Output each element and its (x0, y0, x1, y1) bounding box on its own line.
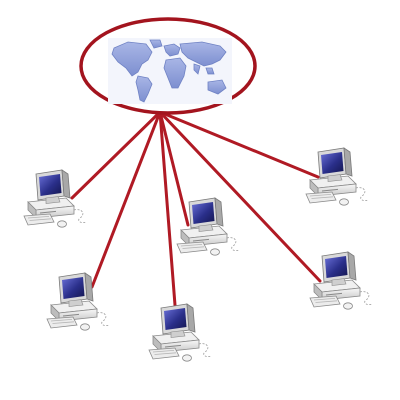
monitor-screen (62, 277, 85, 299)
computer-node-5 (148, 303, 212, 362)
mouse (80, 323, 90, 331)
mouse (182, 354, 192, 362)
mouse (339, 198, 349, 206)
drive-slot (321, 188, 339, 192)
continent-shape (193, 63, 201, 75)
drive-slot (164, 344, 182, 348)
network-nodes (23, 147, 373, 362)
monitor-side (347, 251, 357, 281)
monitor-screen (325, 256, 348, 278)
monitor-side (84, 272, 94, 302)
computer-node-3 (176, 197, 240, 256)
network-link (158, 110, 178, 320)
keyboard-keys (152, 350, 177, 355)
monitor-side (186, 303, 196, 333)
computer-node-6 (309, 251, 373, 310)
computer-node-4 (46, 272, 110, 331)
network-link (90, 110, 162, 289)
cable (73, 209, 87, 224)
cable (226, 237, 240, 252)
monitor-side (61, 169, 71, 199)
cable (96, 312, 110, 327)
monitor-screen (164, 308, 187, 330)
monitor-side (214, 197, 224, 227)
computer-node-1 (23, 169, 87, 228)
continent-shape (135, 75, 153, 103)
keyboard-keys (313, 298, 338, 303)
keyboard-keys (27, 216, 52, 221)
monitor-screen (39, 174, 62, 196)
monitor-stand (45, 196, 61, 204)
drive-slot (325, 292, 343, 296)
monitor-stand (198, 224, 214, 232)
monitor-side (343, 147, 353, 177)
mouse (343, 302, 353, 310)
monitor-stand (68, 299, 84, 307)
mouse (57, 220, 67, 228)
computer-node-2 (305, 147, 369, 206)
cable (355, 187, 369, 202)
network-links (70, 110, 322, 320)
cable (359, 291, 373, 306)
internet-hub (79, 17, 257, 115)
monitor-screen (192, 202, 215, 224)
monitor-stand (331, 278, 347, 286)
continent-shape (111, 41, 153, 77)
continent-shape (163, 57, 187, 89)
drive-slot (192, 238, 210, 242)
continent-shape (163, 43, 181, 57)
world-map-icon (108, 38, 232, 104)
continent-shape (179, 41, 227, 67)
network-link (158, 110, 320, 179)
network-link (158, 110, 190, 227)
mouse (210, 248, 220, 256)
keyboard-keys (309, 194, 334, 199)
continent-shape (205, 67, 215, 75)
continent-shape (207, 79, 227, 95)
cable (198, 343, 212, 358)
drive-slot (62, 313, 80, 317)
monitor-stand (170, 330, 186, 338)
keyboard-keys (50, 319, 75, 324)
network-link (70, 110, 162, 200)
network-link (158, 110, 322, 283)
monitor-screen (321, 152, 344, 174)
keyboard-keys (180, 244, 205, 249)
drive-slot (39, 210, 57, 214)
monitor-stand (327, 174, 343, 182)
continent-shape (149, 39, 163, 49)
